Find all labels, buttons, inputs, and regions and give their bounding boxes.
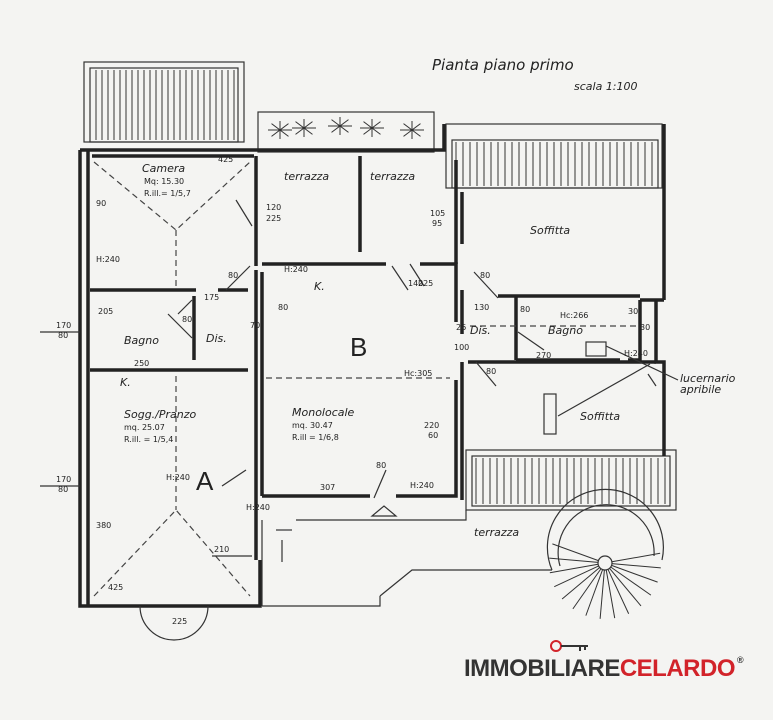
- balcony-top-right: [445, 123, 663, 189]
- room-camera-ratio: R.ill.= 1/5,7: [144, 189, 191, 198]
- logo-registered: ®: [737, 655, 744, 665]
- inner-walls: [90, 156, 656, 560]
- svg-text:80: 80: [278, 303, 288, 312]
- svg-text:425: 425: [218, 155, 233, 164]
- room-camera-name: Camera: [142, 162, 185, 175]
- svg-text:H:240: H:240: [410, 481, 434, 490]
- svg-text:120: 120: [266, 203, 281, 212]
- room-terrazza-2: terrazza: [370, 170, 415, 183]
- svg-text:225: 225: [266, 214, 281, 223]
- svg-text:250: 250: [134, 359, 149, 368]
- room-soggiorno-area: mq. 25.07: [124, 423, 165, 432]
- apribile-label: apribile: [680, 383, 721, 396]
- outer-walls: [78, 124, 666, 608]
- spiral-staircase: [546, 488, 664, 619]
- svg-text:80: 80: [58, 331, 68, 340]
- dimensions: 425 120 225 105 95 140 225 H:240 H:240 H…: [56, 155, 650, 626]
- logo-part-2: CELARDO: [619, 655, 736, 682]
- svg-text:100: 100: [454, 343, 469, 352]
- svg-text:H:240: H:240: [624, 349, 648, 358]
- plan-title: Pianta piano primo: [432, 56, 574, 74]
- svg-text:80: 80: [58, 485, 68, 494]
- svg-text:80: 80: [486, 367, 496, 376]
- plan-scale: scala 1:100: [574, 80, 638, 93]
- room-bagno-b: Bagno: [548, 324, 583, 337]
- svg-text:60: 60: [428, 431, 438, 440]
- room-soffitta-2: Soffitta: [580, 410, 620, 423]
- company-logo: IMMOBILIARECELARDO®: [464, 640, 764, 689]
- svg-text:270: 270: [536, 351, 551, 360]
- dashed-lines: [93, 161, 636, 597]
- svg-text:80: 80: [228, 271, 238, 280]
- svg-text:H:240: H:240: [284, 265, 308, 274]
- room-bagno-a: Bagno: [124, 334, 159, 347]
- room-soffitta-1: Soffitta: [530, 224, 570, 237]
- logo-part-1: IMMOBILIARE: [464, 655, 620, 682]
- side-dimension-lines: [40, 331, 80, 487]
- lucernario-label: lucernario: [680, 372, 736, 385]
- svg-text:380: 380: [96, 521, 111, 530]
- svg-text:425: 425: [108, 583, 123, 592]
- svg-text:Hc:305: Hc:305: [404, 369, 432, 378]
- room-dis-b: Dis.: [470, 324, 491, 337]
- room-soggiorno-name: Sogg./Pranzo: [124, 408, 197, 421]
- svg-text:90: 90: [96, 199, 106, 208]
- plants: [257, 111, 435, 153]
- svg-text:H:240: H:240: [96, 255, 120, 264]
- balcony-top-left: [83, 61, 245, 143]
- svg-text:140: 140: [408, 279, 423, 288]
- room-k-b: K.: [314, 280, 325, 293]
- svg-text:80: 80: [520, 305, 530, 314]
- room-monolocale-ratio: R.ill = 1/6,8: [292, 433, 339, 442]
- svg-text:70: 70: [250, 321, 260, 330]
- unit-label-a: A: [196, 466, 214, 496]
- room-k-a: K.: [120, 376, 131, 389]
- svg-text:95: 95: [432, 219, 442, 228]
- svg-text:26: 26: [456, 323, 466, 332]
- svg-text:210: 210: [214, 545, 229, 554]
- svg-text:30: 30: [628, 307, 638, 316]
- room-camera-area: Mq: 15.30: [144, 177, 184, 186]
- svg-text:205: 205: [98, 307, 113, 316]
- terrace-outline: [139, 510, 552, 641]
- svg-text:105: 105: [430, 209, 445, 218]
- svg-text:170: 170: [56, 321, 71, 330]
- svg-text:80: 80: [182, 315, 192, 324]
- svg-text:30: 30: [640, 323, 650, 332]
- unit-label-b: B: [350, 332, 367, 362]
- svg-text:225: 225: [172, 617, 187, 626]
- room-monolocale-area: mq. 30.47: [292, 421, 333, 430]
- svg-text:307: 307: [320, 483, 335, 492]
- balcony-bottom-right: [465, 449, 677, 511]
- svg-text:80: 80: [480, 271, 490, 280]
- room-dis-a: Dis.: [206, 332, 227, 345]
- svg-text:Hc:266: Hc:266: [560, 311, 588, 320]
- svg-text:80: 80: [376, 461, 386, 470]
- room-terrazza-1: terrazza: [284, 170, 329, 183]
- svg-text:225: 225: [418, 279, 433, 288]
- svg-text:H:240: H:240: [166, 473, 190, 482]
- key-icon: [550, 640, 588, 652]
- svg-text:130: 130: [474, 303, 489, 312]
- door-swings: [167, 199, 657, 562]
- room-soggiorno-ratio: R.ill. = 1/5,4: [124, 435, 173, 444]
- svg-text:H:240: H:240: [246, 503, 270, 512]
- svg-text:170: 170: [56, 475, 71, 484]
- svg-text:220: 220: [424, 421, 439, 430]
- svg-text:175: 175: [204, 293, 219, 302]
- room-monolocale-name: Monolocale: [292, 406, 355, 419]
- room-terrazza-3: terrazza: [474, 526, 519, 539]
